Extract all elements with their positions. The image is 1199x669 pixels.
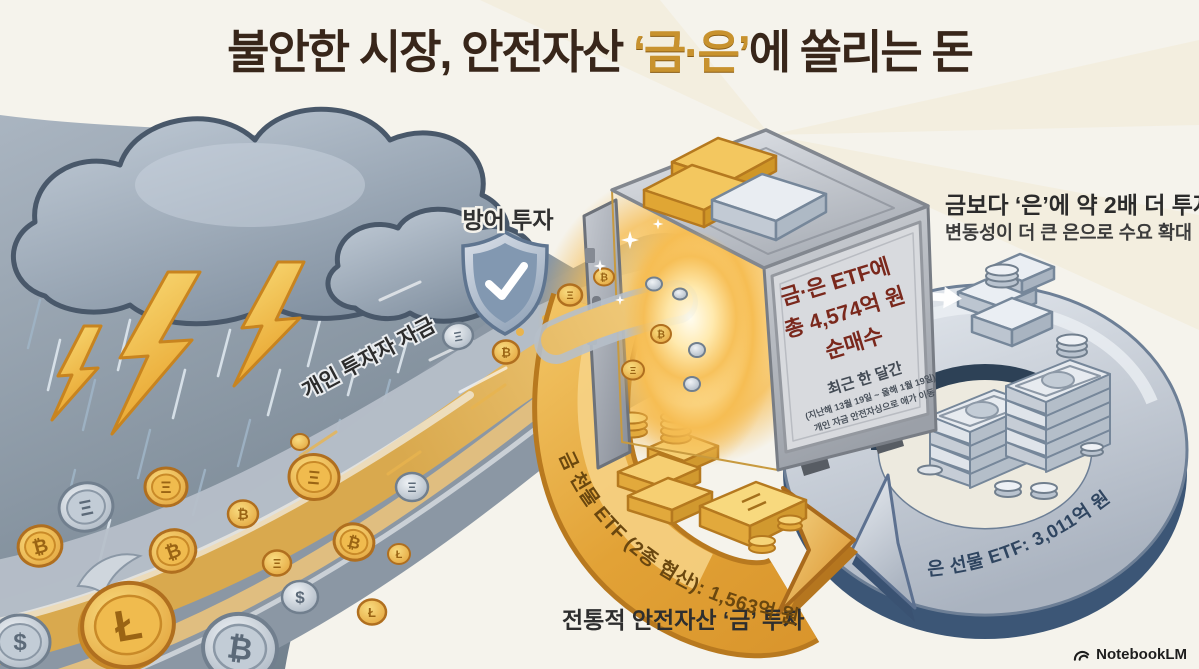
dollar-icon: $ <box>295 588 305 607</box>
gold-caption: 전통적 안전자산 ‘금’ 투자 <box>562 607 804 633</box>
dollar-icon: $ <box>13 629 27 656</box>
bitcoin-icon: ₿ <box>30 535 50 559</box>
ethereum-icon: Ξ <box>161 478 172 497</box>
title-part2: 에 쏠리는 돈 <box>748 26 974 78</box>
lightning-icon <box>110 270 202 436</box>
ethereum-icon: Ξ <box>407 479 416 495</box>
bitcoin-icon: ₿ <box>345 533 362 554</box>
notebooklm-logo-icon <box>1073 650 1090 661</box>
bitcoin-icon: ₿ <box>657 329 665 341</box>
ring-flow-arrow-icon <box>913 286 962 309</box>
cloud-highlight <box>135 143 365 227</box>
title-highlight: ‘금·은’ <box>633 26 751 78</box>
check-icon <box>485 262 528 300</box>
page-title: 불안한 시장, 안전자산 ‘금·은’에 쏠리는 돈 <box>0 16 1199 82</box>
silver-subline: 변동성이 더 큰 은으로 수요 확대 <box>945 222 1192 243</box>
storm-clouds <box>10 106 539 327</box>
defense-shield <box>461 229 549 336</box>
sparkle-icons <box>593 218 664 305</box>
vault-top-bars <box>642 136 828 242</box>
defense-invest-label: 방어 투자 <box>462 207 553 233</box>
bitcoin-icon: ₿ <box>163 540 185 565</box>
entry-coins: Ξ ₿ ₿ Ξ <box>556 267 706 392</box>
crypto-coins: ₿ $ Ł ₿ ₿ Ξ Ξ ₿ Ξ $ Ξ ₿ Ł Ł Ξ Ξ ₿ <box>0 315 548 669</box>
ethereum-icon: Ξ <box>453 328 464 344</box>
silver-arrowhead <box>850 473 917 610</box>
ethereum-icon: Ξ <box>566 290 573 302</box>
ethereum-icon: Ξ <box>273 556 281 571</box>
vault-hinge <box>585 248 595 263</box>
vault-panel-inner <box>779 232 921 442</box>
silver-note-stacks <box>929 359 1111 489</box>
ethereum-icon: Ξ <box>630 366 637 377</box>
silver-headline: 금보다 ‘은’에 약 2배 더 투자 <box>945 192 1199 218</box>
litecoin-icon: Ł <box>396 549 403 561</box>
lightning-bolts <box>50 260 306 436</box>
vault-entry: Ξ ₿ ₿ Ξ <box>534 218 756 406</box>
bitcoin-icon: ₿ <box>225 629 255 667</box>
vault-panel <box>770 220 930 454</box>
bitcoin-icon: ₿ <box>600 272 608 284</box>
lightning-icon <box>50 324 103 422</box>
ethereum-icon: Ξ <box>77 496 95 521</box>
ribbon-arrow <box>76 553 143 596</box>
litecoin-icon: Ł <box>368 605 376 620</box>
watermark-brand: NotebookLM <box>1096 646 1187 663</box>
bitcoin-icon: ₿ <box>237 506 248 522</box>
ethereum-icon: Ξ <box>307 468 321 490</box>
watermark: NotebookLM <box>1072 646 1187 663</box>
silver-coin-stacks <box>917 263 1104 500</box>
silver-ring <box>781 252 1189 639</box>
bitcoin-icon: ₿ <box>501 346 511 360</box>
lightning-icon <box>232 260 306 388</box>
title-part1: 불안한 시장, 안전자산 <box>227 26 634 78</box>
